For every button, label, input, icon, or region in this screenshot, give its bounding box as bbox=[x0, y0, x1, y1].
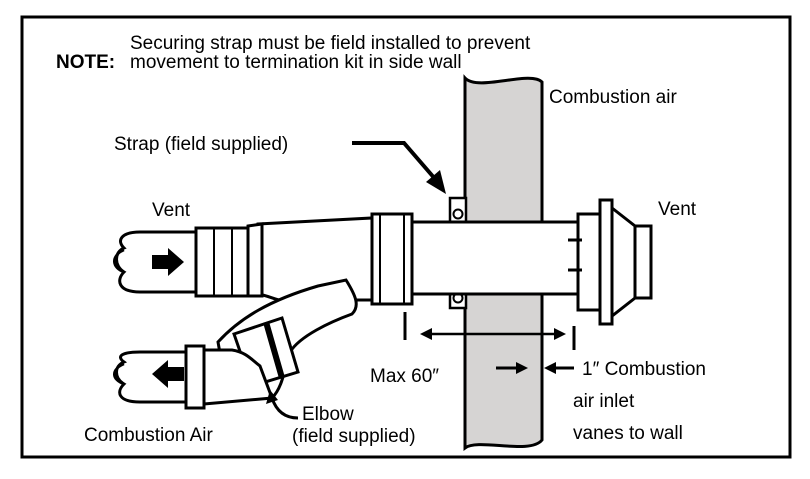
max-length-label: Max 60″ bbox=[370, 366, 440, 387]
vanes-to-wall-label: vanes to wall bbox=[573, 423, 683, 444]
vent-right-label: Vent bbox=[658, 199, 697, 220]
strap-pointer-arrow bbox=[352, 141, 446, 194]
vent-left-label: Vent bbox=[152, 200, 191, 221]
note-line-1: Securing strap must be field installed t… bbox=[130, 33, 531, 54]
combustion-air-flow-arrow-icon bbox=[152, 360, 184, 388]
note-label: NOTE: bbox=[56, 52, 116, 73]
strap-label: Strap (field supplied) bbox=[114, 134, 289, 155]
elbow-label: Elbow bbox=[302, 404, 354, 425]
max-length-dimension bbox=[403, 312, 576, 350]
vent-inlet-pipe bbox=[113, 222, 264, 298]
elbow-pointer-arrow bbox=[266, 390, 299, 420]
combustion-air-pipe bbox=[113, 344, 275, 410]
one-inch-combustion-label: 1″ Combustion bbox=[582, 359, 706, 380]
air-inlet-label: air inlet bbox=[573, 391, 635, 412]
combustion-air-top-label: Combustion air bbox=[549, 87, 677, 108]
note-line-2: movement to termination kit in side wall bbox=[130, 52, 462, 73]
vent-pipe bbox=[410, 198, 653, 326]
one-inch-gap-arrows bbox=[496, 362, 574, 374]
elbow-field-supplied-label: (field supplied) bbox=[292, 426, 416, 447]
vent-flow-arrow-icon bbox=[152, 248, 184, 276]
combustion-air-bottom-label: Combustion Air bbox=[84, 425, 213, 446]
